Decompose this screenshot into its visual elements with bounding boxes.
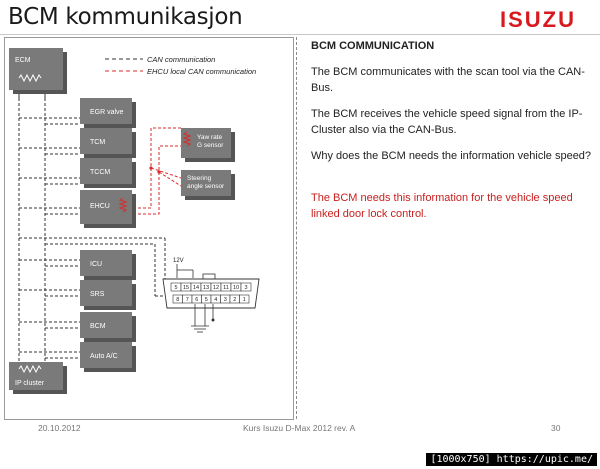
legend-ehcu-label: EHCU local CAN communication (147, 67, 256, 76)
connector-bottom-pin-label: 2 (233, 297, 236, 303)
ehcu-resistor (118, 197, 128, 213)
ip-cluster-label: IP cluster (15, 380, 45, 387)
egr-valve-label: EGR valve (90, 109, 124, 116)
ecm-module: ECM (9, 48, 67, 94)
yaw-rate-label-2: G sensor (197, 142, 224, 149)
connector-bottom-pin-cell (239, 294, 250, 304)
panel-divider (296, 37, 297, 419)
steering-angle-sensor-module: Steering angle sensor (181, 170, 235, 200)
ehcu-local-can-wires (133, 127, 182, 215)
connector-bottom-pin-label: 6 (195, 297, 198, 303)
connector-bottom-pin-label: 8 (176, 297, 179, 303)
can-bus-wires (18, 76, 208, 368)
auto-ac-module: Auto A/C (80, 342, 136, 372)
watermark-link[interactable]: [1000x750] https://upic.me/ (426, 453, 597, 466)
srs-module: SRS (80, 280, 136, 310)
connector-top-pin-label: 3 (244, 285, 247, 291)
srs-label: SRS (90, 291, 105, 298)
title-divider (0, 34, 600, 35)
tcm-module: TCM (80, 128, 136, 158)
yaw-rate-sensor-module: Yaw rate G sensor (181, 128, 235, 162)
connector-top-pin-label: 5 (174, 285, 177, 291)
connector-bottom-pin-label: 5 (205, 297, 208, 303)
explanation-text: BCM COMMUNICATION The BCM communicates w… (311, 40, 593, 232)
connector-top-pin-label: 12 (213, 285, 219, 291)
slide-title: BCM kommunikasjon (8, 4, 243, 30)
connector-top-pin-label: 11 (223, 285, 229, 291)
footer-course: Kurs Isuzu D-Max 2012 rev. A (243, 423, 356, 433)
tccm-label: TCCM (90, 169, 110, 176)
footer-date: 20.10.2012 (38, 423, 81, 433)
connector-bottom-pin-label: 7 (186, 297, 189, 303)
steering-label-1: Steering (187, 175, 212, 182)
network-diagram-panel: CAN communication EHCU local CAN communi… (4, 37, 294, 420)
connector-top-pin-label: 13 (203, 285, 209, 291)
yaw-rate-resistor (182, 131, 192, 147)
connector-top-pin-label: 14 (193, 285, 199, 291)
connector-bottom-pin-label: 4 (214, 297, 217, 303)
yaw-rate-label-1: Yaw rate (197, 134, 223, 141)
legend-can-label: CAN communication (147, 55, 215, 64)
section-heading: BCM COMMUNICATION (311, 40, 435, 52)
connector-voltage-label: 12V (173, 258, 184, 264)
paragraph-question: Why does the BCM needs the information v… (311, 150, 592, 162)
connector-bottom-pin-label: 3 (224, 297, 227, 303)
auto-ac-label: Auto A/C (90, 353, 118, 360)
icu-module: ICU (80, 250, 136, 280)
tcm-label: TCM (90, 139, 105, 146)
ip-cluster-module: IP cluster (9, 362, 67, 394)
junction-dot (149, 166, 153, 170)
ehcu-label: EHCU (90, 203, 110, 210)
connector-top-pin-cell (240, 282, 252, 292)
ehcu-module: EHCU (80, 190, 136, 228)
icu-label: ICU (90, 261, 102, 268)
footer-page-number: 30 (551, 423, 561, 433)
bcm-module: BCM (80, 312, 136, 342)
isuzu-logo: ISUZU (500, 8, 576, 30)
ecm-label: ECM (15, 57, 31, 64)
paragraph-scan-tool: The BCM communicates with the scan tool … (311, 66, 585, 94)
steering-label-2: angle sensor (187, 183, 225, 190)
logo-text: ISUZU (500, 8, 576, 30)
network-diagram: CAN communication EHCU local CAN communi… (9, 48, 260, 394)
legend: CAN communication EHCU local CAN communi… (105, 55, 256, 76)
connector-top-pin-label: 10 (233, 285, 239, 291)
connector-bottom-pin-label: 1 (243, 297, 246, 303)
tccm-module: TCCM (80, 158, 136, 188)
egr-valve-module: EGR valve (80, 98, 136, 128)
bcm-label: BCM (90, 323, 106, 330)
paragraph-answer: The BCM needs this information for the v… (311, 192, 573, 220)
connector-top-pin-label: 15 (183, 285, 189, 291)
junction-dot (157, 170, 161, 174)
connector-top-pins: 5 15 14 13 12 11 10 3 (170, 282, 252, 292)
paragraph-vehicle-speed: The BCM receives the vehicle speed signa… (311, 108, 583, 136)
